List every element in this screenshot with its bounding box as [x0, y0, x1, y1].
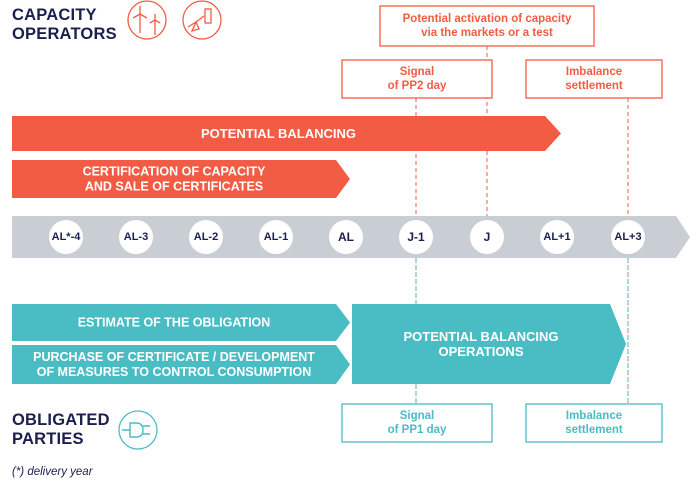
balancing-operations-arrow-label: OPERATIONS — [439, 344, 524, 359]
timeline-label: AL+3 — [614, 231, 641, 243]
timeline-label: AL-1 — [264, 231, 288, 243]
certification-arrow — [12, 160, 350, 198]
switch — [204, 8, 212, 24]
signal-pp2-box-text: of PP2 day — [388, 80, 447, 92]
estimate-obligation-arrow-label: ESTIMATE OF THE OBLIGATION — [78, 316, 271, 330]
timeline-label: AL-2 — [194, 231, 218, 243]
turbine-blade — [149, 19, 156, 24]
balancing-operations-arrow-label: POTENTIAL BALANCING — [403, 329, 558, 344]
certification-arrow-label: AND SALE OF CERTIFICATES — [85, 179, 263, 193]
turbine-blade — [139, 13, 148, 19]
potential-balancing-arrow — [12, 116, 561, 151]
imbalance-settlement-bottom-box-text: Imbalance — [566, 410, 622, 422]
signal-pp2-box — [341, 59, 493, 99]
timeline-marker — [329, 220, 363, 254]
signal-pp1-box-text: Signal — [400, 410, 435, 422]
imbalance-settlement-bottom-box — [525, 403, 663, 443]
timeline-marker — [399, 220, 433, 254]
timeline-marker — [49, 220, 83, 254]
timeline-marker — [189, 220, 223, 254]
potential-balancing-arrow-label: POTENTIAL BALANCING — [201, 126, 356, 141]
timeline-label: AL — [338, 230, 354, 244]
imbalance-settlement-top-box-text: settlement — [565, 80, 623, 92]
estimate-obligation-arrow — [12, 304, 350, 341]
timeline-marker — [119, 220, 153, 254]
activation-box-text: Potential activation of capacity — [403, 13, 572, 25]
turbine-blade — [132, 13, 141, 19]
icon-ring — [118, 410, 158, 450]
signal-pp1-box — [341, 403, 493, 443]
turbine-blade — [154, 19, 161, 24]
certification-arrow-label: CERTIFICATION OF CAPACITY — [83, 165, 267, 179]
plug-shape — [122, 422, 150, 438]
imbalance-settlement-bottom-box-text: settlement — [565, 424, 623, 436]
heading-line: OBLIGATED — [12, 411, 110, 429]
heading-line: OPERATORS — [12, 25, 117, 43]
balancing-operations-arrow — [352, 304, 626, 384]
signal-pp2-box-text: Signal — [400, 66, 435, 78]
purchase-certificate-arrow-label: PURCHASE OF CERTIFICATE / DEVELOPMENT — [33, 350, 315, 364]
timeline-marker — [611, 220, 645, 254]
timeline-label: AL+1 — [543, 231, 570, 243]
heading-line: CAPACITY — [12, 6, 97, 24]
timeline-label: J — [484, 230, 491, 244]
hand-switch-icon — [182, 0, 222, 40]
plug-icon — [118, 410, 158, 450]
imbalance-settlement-top-box-text: Imbalance — [566, 66, 622, 78]
hand — [187, 15, 205, 33]
timeline-label: AL*-4 — [52, 231, 82, 243]
signal-pp1-box-text: of PP1 day — [388, 424, 447, 436]
capacity-operators-heading: CAPACITY OPERATORS — [12, 6, 117, 44]
timeline-label: AL-3 — [124, 231, 148, 243]
obligated-parties-heading: OBLIGATED PARTIES — [12, 411, 110, 449]
activation-box-text: via the markets or a test — [421, 27, 553, 39]
icon-ring — [182, 0, 222, 40]
purchase-certificate-arrow — [12, 345, 350, 384]
purchase-certificate-arrow-label: OF MEASURES TO CONTROL CONSUMPTION — [37, 365, 312, 379]
activation-box — [379, 5, 595, 47]
icon-ring — [127, 0, 167, 40]
wind-turbine-icon — [127, 0, 167, 40]
imbalance-settlement-top-box — [525, 59, 663, 99]
timeline-marker — [259, 220, 293, 254]
timeline-marker — [470, 220, 504, 254]
heading-line: PARTIES — [12, 430, 84, 448]
timeline-label: J-1 — [407, 230, 425, 244]
timeline-marker — [540, 220, 574, 254]
footnote: (*) delivery year — [12, 466, 93, 478]
